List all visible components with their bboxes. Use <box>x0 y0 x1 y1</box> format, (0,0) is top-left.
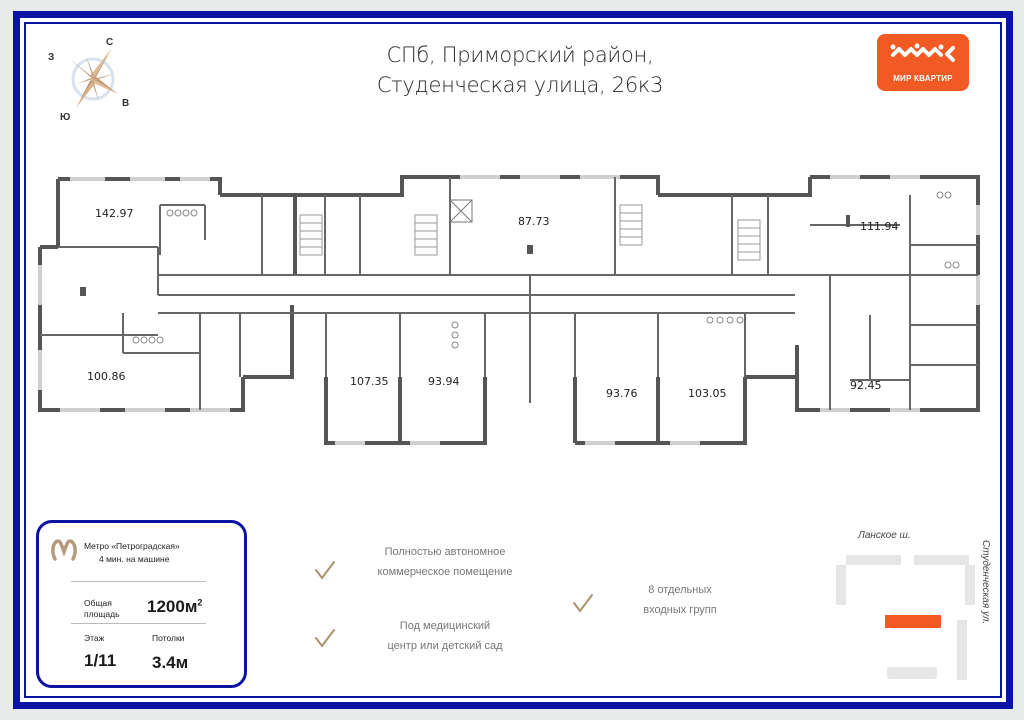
check-icon <box>315 629 335 648</box>
unit-area-label: 93.76 <box>606 387 638 400</box>
total-area-caption-line1: Общая <box>84 598 112 608</box>
property-info-card: Метро «Петроградская» 4 мин. на машине О… <box>36 520 247 688</box>
street-label-right: Студенческая ул. <box>980 540 991 625</box>
metro-icon <box>51 539 77 561</box>
total-area-caption: Общая площадь <box>84 598 120 620</box>
check-icon <box>315 561 335 580</box>
card-divider <box>71 581 206 582</box>
total-area-value: 1200м2 <box>147 597 202 617</box>
unit-area-label: 92.45 <box>850 379 882 392</box>
total-area-unit-sup: 2 <box>197 597 203 608</box>
location-map: Ланское ш. Студенческая ул. <box>810 520 1000 700</box>
logo-text: МИР КВАРТИР <box>893 74 953 83</box>
feature-line2: центр или детский сад <box>387 640 503 652</box>
map-building <box>914 555 969 565</box>
compass-west-label: З <box>48 52 55 63</box>
compass-north-label: С <box>106 37 114 48</box>
compass-east-label: В <box>122 98 130 109</box>
card-divider <box>71 623 206 624</box>
feature-item: Полностью автономное коммерческое помеще… <box>340 542 550 582</box>
map-building <box>957 620 967 680</box>
unit-area-label: 111.94 <box>860 220 899 233</box>
page-title: СПб, Приморский район, Студенческая улиц… <box>340 40 700 100</box>
feature-line1: Полностью автономное <box>384 546 506 558</box>
street-label-top: Ланское ш. <box>858 530 911 541</box>
feature-line2: входных групп <box>643 604 717 616</box>
feature-item: Под медицинский центр или детский сад <box>340 616 550 656</box>
feature-line1: 8 отдельных <box>648 584 712 596</box>
ceiling-value: 3.4м <box>152 653 189 672</box>
unit-area-label: 142.97 <box>95 207 134 220</box>
feature-line2: коммерческое помещение <box>377 566 513 578</box>
feature-line1: Под медицинский <box>399 620 491 632</box>
floor-plan-drawing <box>38 175 980 445</box>
brand-logo: МИР КВАРТИР <box>877 34 969 91</box>
unit-area-label: 103.05 <box>688 387 727 400</box>
total-area-caption-line2: площадь <box>84 609 120 619</box>
map-building <box>887 667 937 679</box>
unit-area-label: 100.86 <box>87 370 126 383</box>
check-icon <box>573 594 593 613</box>
logo-mark-icon <box>890 43 955 62</box>
title-line-2: Студенческая улица, 26к3 <box>376 73 664 97</box>
ceiling-caption: Потолки <box>152 633 185 643</box>
compass-south-label: Ю <box>60 112 71 123</box>
metro-station: Метро «Петроградская» <box>84 541 180 551</box>
map-highlighted-building <box>885 615 941 628</box>
map-building <box>836 565 846 605</box>
floor-plan: 142.97 100.86 107.35 93.94 87.73 93.76 1… <box>30 165 990 455</box>
unit-area-label: 107.35 <box>350 375 389 388</box>
compass-icon <box>70 48 118 108</box>
unit-area-label: 87.73 <box>518 215 550 228</box>
floor-value: 1/11 <box>84 651 117 670</box>
map-building <box>846 555 901 565</box>
compass-rose: С З В Ю <box>40 34 150 129</box>
total-area-number: 1200м <box>147 597 198 616</box>
floor-caption: Этаж <box>84 633 105 643</box>
feature-item: 8 отдельных входных групп <box>610 580 750 620</box>
title-line-1: СПб, Приморский район, <box>386 43 654 67</box>
metro-travel-time: 4 мин. на машине <box>99 554 170 564</box>
unit-area-label: 93.94 <box>428 375 460 388</box>
map-building <box>965 565 975 605</box>
